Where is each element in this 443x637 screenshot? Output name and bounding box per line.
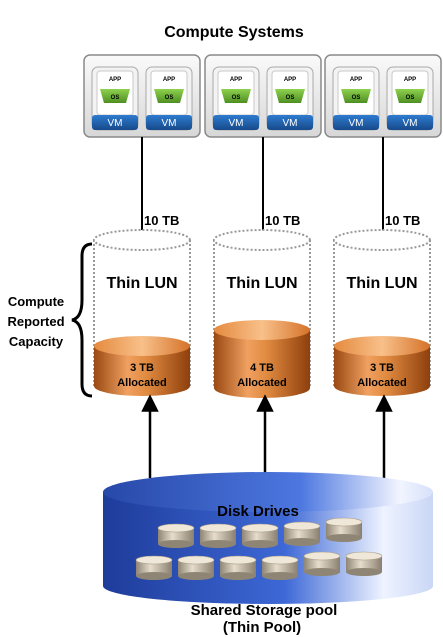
allocated-label: Allocated xyxy=(357,377,407,389)
vm-label: VM xyxy=(162,118,177,129)
lun-top xyxy=(333,229,431,251)
allocated-label: Allocated xyxy=(237,377,287,389)
allocated-top xyxy=(94,336,190,356)
allocation-arrows xyxy=(141,394,393,478)
vm-label: VM xyxy=(403,118,418,129)
os-label: OS xyxy=(165,95,174,101)
compute-system-2: APP OS VM APP OS VM xyxy=(204,54,322,138)
bracket-label-line1: Compute xyxy=(8,294,64,309)
vm-label: VM xyxy=(229,118,244,129)
allocated-top xyxy=(214,320,310,340)
compute-system-1: APP OS VM APP OS VM xyxy=(83,54,201,138)
lun-outline xyxy=(213,240,311,388)
app-label: APP xyxy=(404,77,416,83)
allocated-top xyxy=(334,336,430,356)
disk-drive xyxy=(241,523,279,548)
lun-top xyxy=(213,229,311,251)
thin-lun-2: Thin LUN 4 TB Allocated xyxy=(213,229,311,398)
shared-storage-pool: Disk Drives xyxy=(103,472,433,604)
disk-drive xyxy=(199,523,237,548)
disk-drive xyxy=(303,551,341,576)
capacity-bracket xyxy=(71,242,93,398)
pool-top xyxy=(103,472,433,512)
os-label: OS xyxy=(352,95,361,101)
vm-icon: APP OS VM xyxy=(212,66,260,131)
vm-icon: APP OS VM xyxy=(386,66,434,131)
allocated-label: Allocated xyxy=(117,377,167,389)
disk-drives-label: Disk Drives xyxy=(217,503,299,520)
app-label: APP xyxy=(350,77,362,83)
disk-drives xyxy=(135,517,383,580)
allocated-body xyxy=(94,346,190,396)
os-label: OS xyxy=(406,95,415,101)
vm-icon: APP OS VM xyxy=(145,66,193,131)
vm-label: VM xyxy=(108,118,123,129)
lun-name: Thin LUN xyxy=(226,275,297,292)
disk-drive xyxy=(283,521,321,546)
diagram-title: Compute Systems xyxy=(164,24,304,41)
lun-capacity-label: 10 TB xyxy=(144,213,179,228)
thin-lun-1: Thin LUN 3 TB Allocated xyxy=(93,229,191,396)
disk-drive xyxy=(261,555,299,580)
pool-label-line2: (Thin Pool) xyxy=(223,619,301,636)
vm-icon: APP OS VM xyxy=(332,66,380,131)
lun-capacity-label: 10 TB xyxy=(265,213,300,228)
pool-label-line1: Shared Storage pool xyxy=(191,602,338,619)
bracket-label-line2: Reported xyxy=(7,314,64,329)
disk-drive xyxy=(219,555,257,580)
os-label: OS xyxy=(286,95,295,101)
disk-drive xyxy=(177,555,215,580)
bracket-label-line3: Capacity xyxy=(9,334,64,349)
vm-icon: APP OS VM xyxy=(266,66,314,131)
disk-drive xyxy=(135,555,173,580)
lun-outline xyxy=(333,240,431,388)
disk-drive xyxy=(157,523,195,548)
vm-icon: APP OS VM xyxy=(91,66,139,131)
allocated-value: 4 TB xyxy=(250,362,274,374)
allocated-value: 3 TB xyxy=(130,362,154,374)
compute-connectors xyxy=(141,137,384,230)
allocated-body xyxy=(334,346,430,396)
disk-drive xyxy=(345,551,383,576)
vm-label: VM xyxy=(349,118,364,129)
compute-system-3: APP OS VM APP OS VM xyxy=(324,54,442,138)
allocated-value: 3 TB xyxy=(370,362,394,374)
app-label: APP xyxy=(109,77,121,83)
lun-name: Thin LUN xyxy=(346,275,417,292)
lun-name: Thin LUN xyxy=(106,275,177,292)
allocated-body xyxy=(214,330,310,398)
app-label: APP xyxy=(284,77,296,83)
compute-systems: APP OS VM APP OS VM APP xyxy=(83,54,442,138)
os-label: OS xyxy=(111,95,120,101)
vm-label: VM xyxy=(283,118,298,129)
lun-capacity-label: 10 TB xyxy=(385,213,420,228)
lun-top xyxy=(93,229,191,251)
app-label: APP xyxy=(163,77,175,83)
thin-lun-3: Thin LUN 3 TB Allocated xyxy=(333,229,431,396)
lun-outline xyxy=(93,240,191,388)
disk-drive xyxy=(325,517,363,542)
os-label: OS xyxy=(232,95,241,101)
app-label: APP xyxy=(230,77,242,83)
